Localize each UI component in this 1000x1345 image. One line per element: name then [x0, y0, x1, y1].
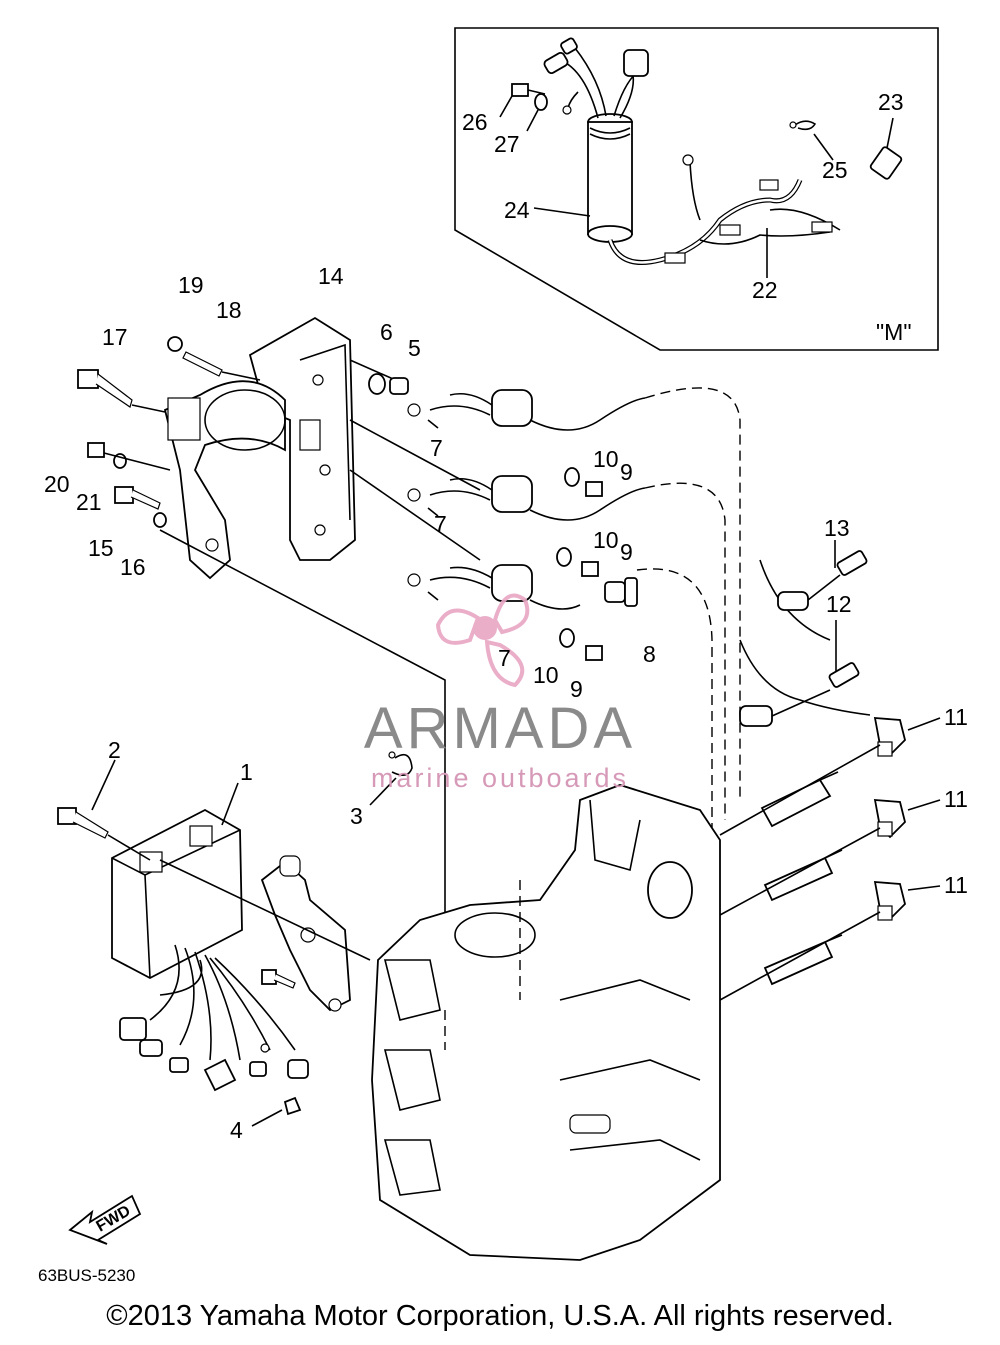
- callout-10-bottom: 10: [533, 662, 559, 688]
- inset-box-m: [454, 27, 939, 351]
- cdi-wire-leads: [119, 944, 309, 1092]
- diagram-reference-code: 63BUS-5230: [38, 1266, 136, 1285]
- inset-label-m: "M": [876, 319, 912, 345]
- propeller-icon: [435, 593, 530, 688]
- callout-16: 16: [120, 554, 146, 580]
- plug-cap-11-bottom: [873, 881, 906, 921]
- callout-7-top: 7: [430, 435, 443, 461]
- callout-2: 2: [108, 737, 121, 763]
- fwd-arrow-icon: FWD: [68, 1194, 142, 1245]
- clip-25: [789, 120, 817, 131]
- watermark-logo: ARMADA marine outboards: [364, 593, 636, 793]
- callout-27: 27: [494, 131, 520, 157]
- callout-11-bottom: 11: [944, 872, 968, 898]
- bolt-2: [57, 807, 109, 839]
- washer-10-bottom: [559, 628, 575, 648]
- bolt-17: [77, 369, 133, 408]
- callout-22: 22: [752, 277, 778, 303]
- mount-bracket: [260, 855, 351, 1012]
- bolt-small-center: [261, 969, 296, 989]
- pulser-coil-7-mid: [407, 475, 646, 521]
- screw-9-mid: [581, 561, 599, 577]
- connector-13: [777, 550, 868, 611]
- callout-7-mid: 7: [434, 511, 447, 537]
- callout-10-top: 10: [593, 446, 619, 472]
- bracket-14: [248, 316, 356, 561]
- callout-14: 14: [318, 263, 344, 289]
- callout-4: 4: [230, 1117, 243, 1143]
- plug-cap-11-top: [873, 717, 906, 757]
- callout-11-top: 11: [944, 704, 968, 730]
- callout-3: 3: [350, 803, 363, 829]
- callout-8: 8: [643, 641, 656, 667]
- watermark-brand: ARMADA: [364, 696, 636, 761]
- callout-18: 18: [216, 297, 242, 323]
- callout-5: 5: [408, 335, 421, 361]
- connector-12: [739, 662, 860, 727]
- callout-11-mid: 11: [944, 786, 968, 812]
- callout-12: 12: [826, 591, 852, 617]
- callout-10-mid: 10: [593, 527, 619, 553]
- watermark-tagline: marine outboards: [371, 763, 629, 793]
- washer-10-top: [564, 467, 580, 487]
- pulser-coil-7-bottom: [407, 564, 581, 610]
- callout-9-bottom: 9: [570, 676, 583, 702]
- grommet-8: [604, 577, 638, 607]
- wire-harness-22: [607, 154, 841, 265]
- callout-7-bottom: 7: [498, 645, 511, 671]
- callout-1: 1: [240, 759, 253, 785]
- callout-23: 23: [878, 89, 904, 115]
- screw-5: [389, 377, 409, 395]
- spark-plug-top: [760, 771, 839, 828]
- callout-25: 25: [822, 157, 848, 183]
- spark-plug-mid: [763, 849, 843, 902]
- stud-18: [182, 351, 223, 377]
- grommet-4: [283, 1096, 302, 1116]
- spark-plug-bottom: [763, 934, 843, 986]
- callout-6: 6: [380, 319, 393, 345]
- callout-20: 20: [44, 471, 70, 497]
- washer-27: [534, 93, 548, 111]
- pulser-coil-7-top: [407, 389, 646, 431]
- callout-19: 19: [178, 272, 204, 298]
- washer-10-mid: [556, 547, 572, 567]
- washer-16: [153, 512, 167, 528]
- bolt-20: [87, 442, 105, 458]
- plug-cap-11-mid: [873, 799, 906, 839]
- callout-13: 13: [824, 515, 850, 541]
- callout-labels: 1 2 3 4 5 6 7 7 7 8 9 9 9 10 10 10 11 11…: [44, 89, 968, 1143]
- copyright-notice: ©2013 Yamaha Motor Corporation, U.S.A. A…: [106, 1300, 894, 1332]
- clamp-bracket: [163, 380, 286, 580]
- callout-17: 17: [102, 324, 128, 350]
- cylinder-block: [371, 784, 721, 1261]
- screw-9-bottom: [585, 645, 603, 661]
- callout-9-mid: 9: [620, 539, 633, 565]
- connector-23: [869, 146, 903, 180]
- cdi-unit-1: [111, 808, 243, 980]
- nut-19: [167, 336, 183, 352]
- washer-6: [368, 373, 386, 395]
- callout-15: 15: [88, 535, 114, 561]
- callout-21: 21: [76, 489, 102, 515]
- bolt-15: [114, 486, 161, 510]
- screw-9-top: [585, 481, 603, 497]
- callout-9-top: 9: [620, 459, 633, 485]
- clip-3: [388, 751, 413, 776]
- callout-26: 26: [462, 109, 488, 135]
- callout-24: 24: [504, 197, 530, 223]
- ignition-coil-24: [587, 113, 633, 243]
